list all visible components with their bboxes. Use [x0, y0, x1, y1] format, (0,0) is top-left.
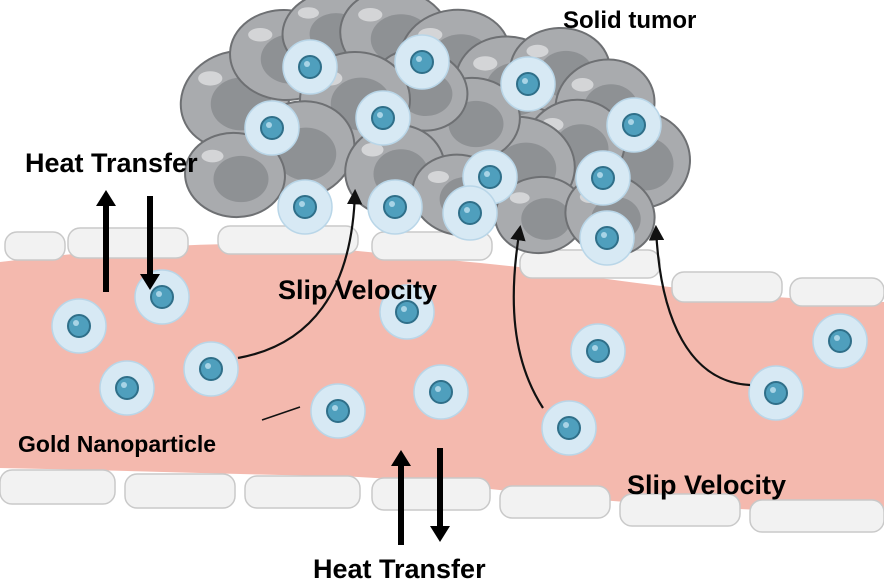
gold-nanoparticle-icon [394, 34, 450, 90]
endothelial-cell-icon [371, 477, 491, 511]
gold-nanoparticle-icon [413, 364, 469, 420]
tumor-cell-icon [184, 131, 286, 219]
gold-nanoparticle-icon [310, 383, 366, 439]
heat-transfer-in-arrowhead [430, 526, 450, 542]
gold-nanoparticle-icon [355, 90, 411, 146]
heat-transfer-out-arrowhead [96, 190, 116, 206]
solid-tumor-label: Solid tumor [563, 7, 696, 34]
gold-nanoparticle-icon [570, 323, 626, 379]
slip-velocity-arrow [648, 224, 751, 387]
gold-nanoparticle-icon [541, 400, 597, 456]
heat-transfer-out-arrowhead [391, 450, 411, 466]
heat-transfer-label-bottom: Heat Transfer [313, 554, 486, 584]
vessel-wall-upper [4, 225, 884, 307]
gold-nanoparticle-icon [812, 313, 868, 369]
gold-nanoparticle-icon [183, 341, 239, 397]
slip-velocity-label-top: Slip Velocity [278, 275, 437, 305]
endothelial-cell-icon [749, 499, 884, 533]
heat-transfer-label-top: Heat Transfer [25, 148, 198, 178]
gold-nanoparticle-icon [282, 39, 338, 95]
gold-nanoparticle-icon [51, 298, 107, 354]
vessel-wall-lower [0, 469, 884, 533]
gold-nanoparticle-icon [442, 185, 498, 241]
gold-nanoparticle-leader-line [261, 406, 301, 421]
gold-nanoparticle-label: Gold Nanoparticle [18, 431, 216, 457]
endothelial-cell-icon [671, 271, 783, 303]
gold-nanoparticle-icon [99, 360, 155, 416]
gold-nanoparticle-icon [606, 97, 662, 153]
gold-nanoparticle-icon [575, 150, 631, 206]
heat-transfer-in-arrowhead [140, 274, 160, 290]
gold-nanoparticle-icon [748, 365, 804, 421]
endothelial-cell-icon [4, 231, 66, 261]
slip-velocity-arrow [237, 188, 363, 360]
endothelial-cell-icon [0, 469, 116, 505]
nanoparticle-group [51, 34, 868, 456]
endothelial-cell-icon [124, 473, 236, 509]
tumor-cell-icon [494, 175, 586, 255]
gold-nanoparticle-icon [500, 56, 556, 112]
slip-velocity-arrow [510, 224, 544, 409]
endothelial-cell-icon [619, 493, 741, 527]
endothelial-cell-icon [789, 277, 884, 307]
gold-nanoparticle-icon [244, 100, 300, 156]
endothelial-cell-icon [67, 227, 189, 259]
slip-velocity-label-bottom: Slip Velocity [627, 470, 786, 500]
endothelial-cell-icon [217, 225, 359, 255]
endothelial-cell-icon [499, 485, 611, 519]
gold-nanoparticle-icon [379, 284, 435, 340]
gold-nanoparticle-icon [277, 179, 333, 235]
endothelial-cell-icon [244, 475, 361, 509]
gold-nanoparticle-icon [579, 210, 635, 266]
gold-nanoparticle-icon [367, 179, 423, 235]
